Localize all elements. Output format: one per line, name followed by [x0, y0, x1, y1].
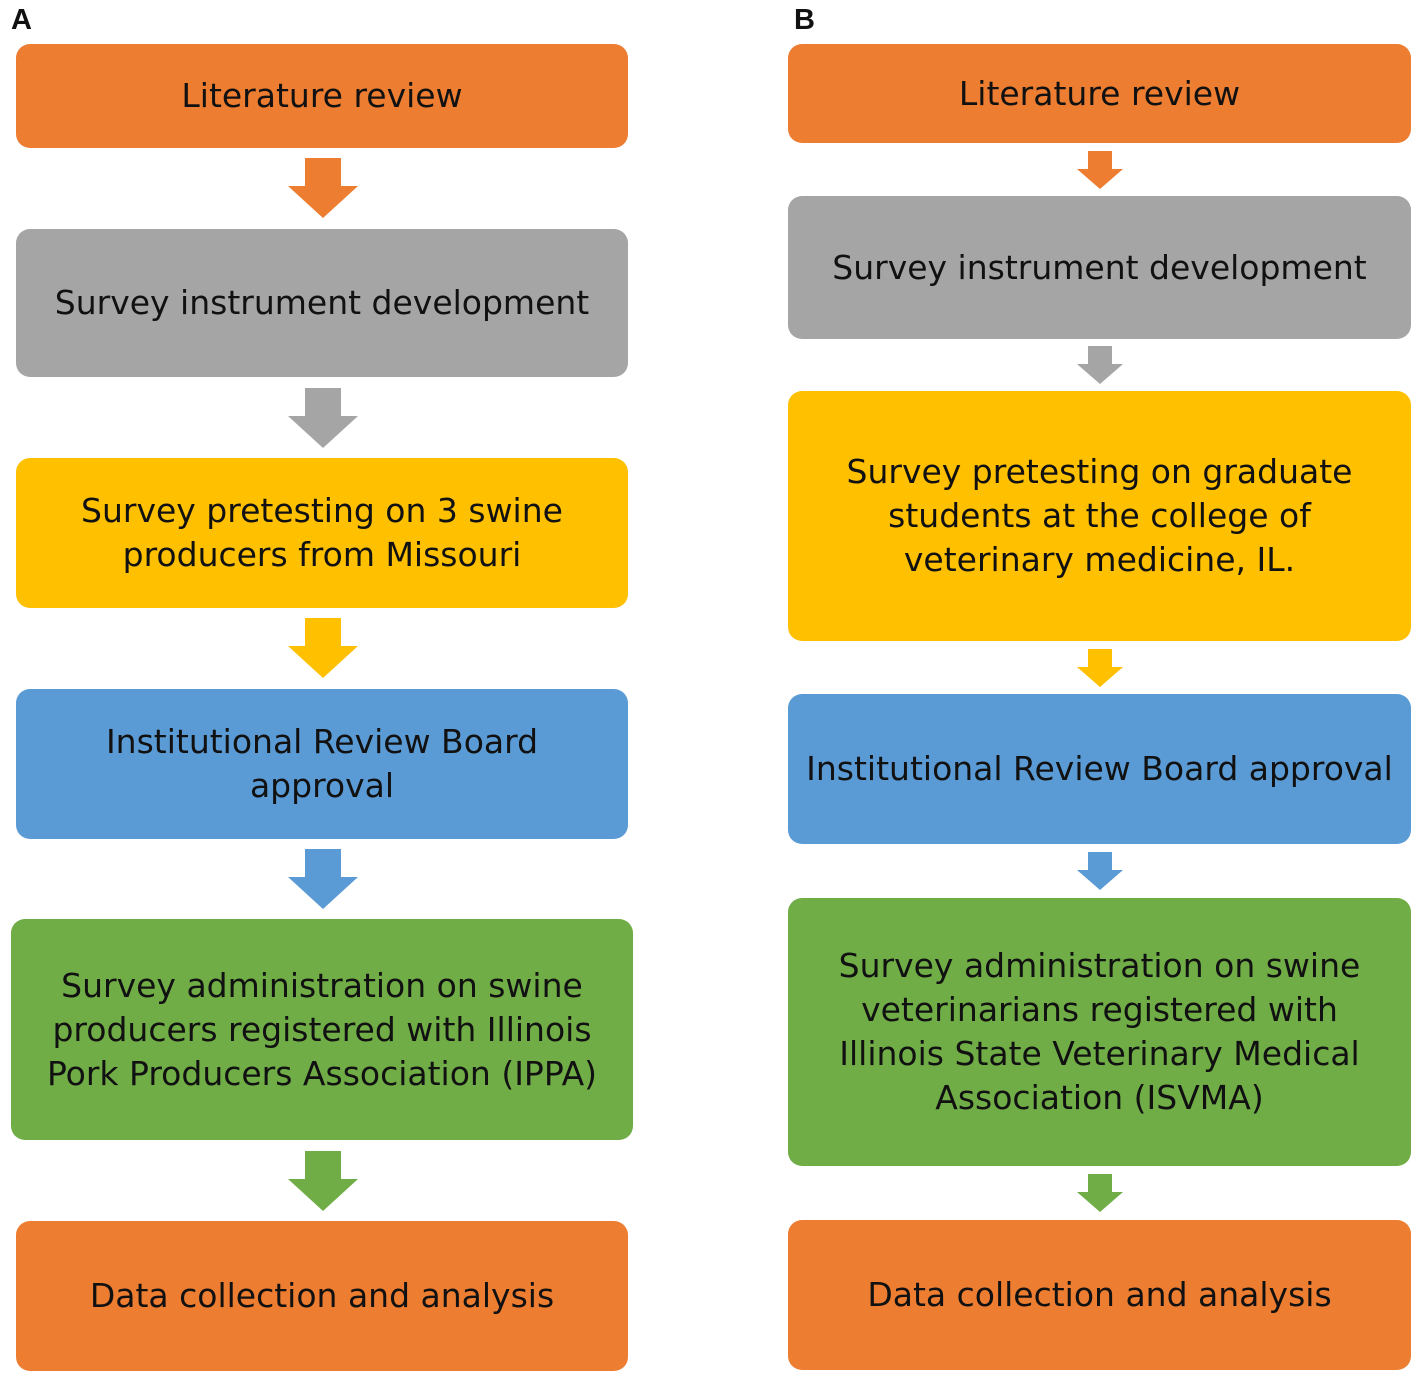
- step-text: Survey administration on swine producers…: [46, 965, 598, 1093]
- panel-a-label: A: [11, 4, 32, 36]
- step-text: Institutional Review Board approval: [806, 749, 1393, 788]
- down-arrow-icon: [1077, 852, 1123, 890]
- panel-a-step-irb-approval: Institutional Review Board approval: [16, 689, 628, 839]
- step-text: Literature review: [181, 76, 463, 115]
- panel-b-step-irb-approval: Institutional Review Board approval: [788, 694, 1411, 844]
- down-arrow-icon: [288, 849, 358, 909]
- down-arrow-icon: [1077, 346, 1123, 384]
- panel-a-step-survey-administration: Survey administration on swine producers…: [11, 919, 633, 1140]
- panel-b-step-survey-pretesting: Survey pretesting on graduate students a…: [788, 391, 1411, 641]
- panel-b-step-survey-administration: Survey administration on swine veterinar…: [788, 898, 1411, 1166]
- down-arrow-icon: [288, 388, 358, 448]
- down-arrow-icon: [288, 1151, 358, 1211]
- panel-a-step-survey-instrument-development: Survey instrument development: [16, 229, 628, 377]
- step-text: Literature review: [958, 73, 1241, 113]
- step-text: Survey pretesting on graduate students a…: [846, 452, 1353, 579]
- panel-b-step-data-collection: Data collection and analysis: [788, 1220, 1411, 1370]
- step-text: Survey instrument development: [832, 247, 1367, 287]
- down-arrow-icon: [288, 158, 358, 218]
- panel-b-label: B: [794, 4, 815, 36]
- down-arrow-icon: [1077, 649, 1123, 687]
- step-text: Data collection and analysis: [867, 1275, 1332, 1314]
- step-text: Survey pretesting on 3 swine producers f…: [81, 491, 563, 574]
- panel-b-step-survey-instrument-development: Survey instrument development: [788, 196, 1411, 339]
- panel-b-step-literature-review: Literature review: [788, 44, 1411, 143]
- panel-a-step-literature-review: Literature review: [16, 44, 628, 148]
- step-text: Data collection and analysis: [89, 1276, 555, 1315]
- panel-a-step-survey-pretesting: Survey pretesting on 3 swine producers f…: [16, 458, 628, 608]
- down-arrow-icon: [1077, 1174, 1123, 1212]
- step-text: Institutional Review Board approval: [105, 722, 539, 805]
- down-arrow-icon: [288, 618, 358, 678]
- down-arrow-icon: [1077, 151, 1123, 189]
- step-text: Survey administration on swine veterinar…: [838, 946, 1361, 1117]
- step-text: Survey instrument development: [54, 283, 590, 322]
- panel-a-step-data-collection: Data collection and analysis: [16, 1221, 628, 1371]
